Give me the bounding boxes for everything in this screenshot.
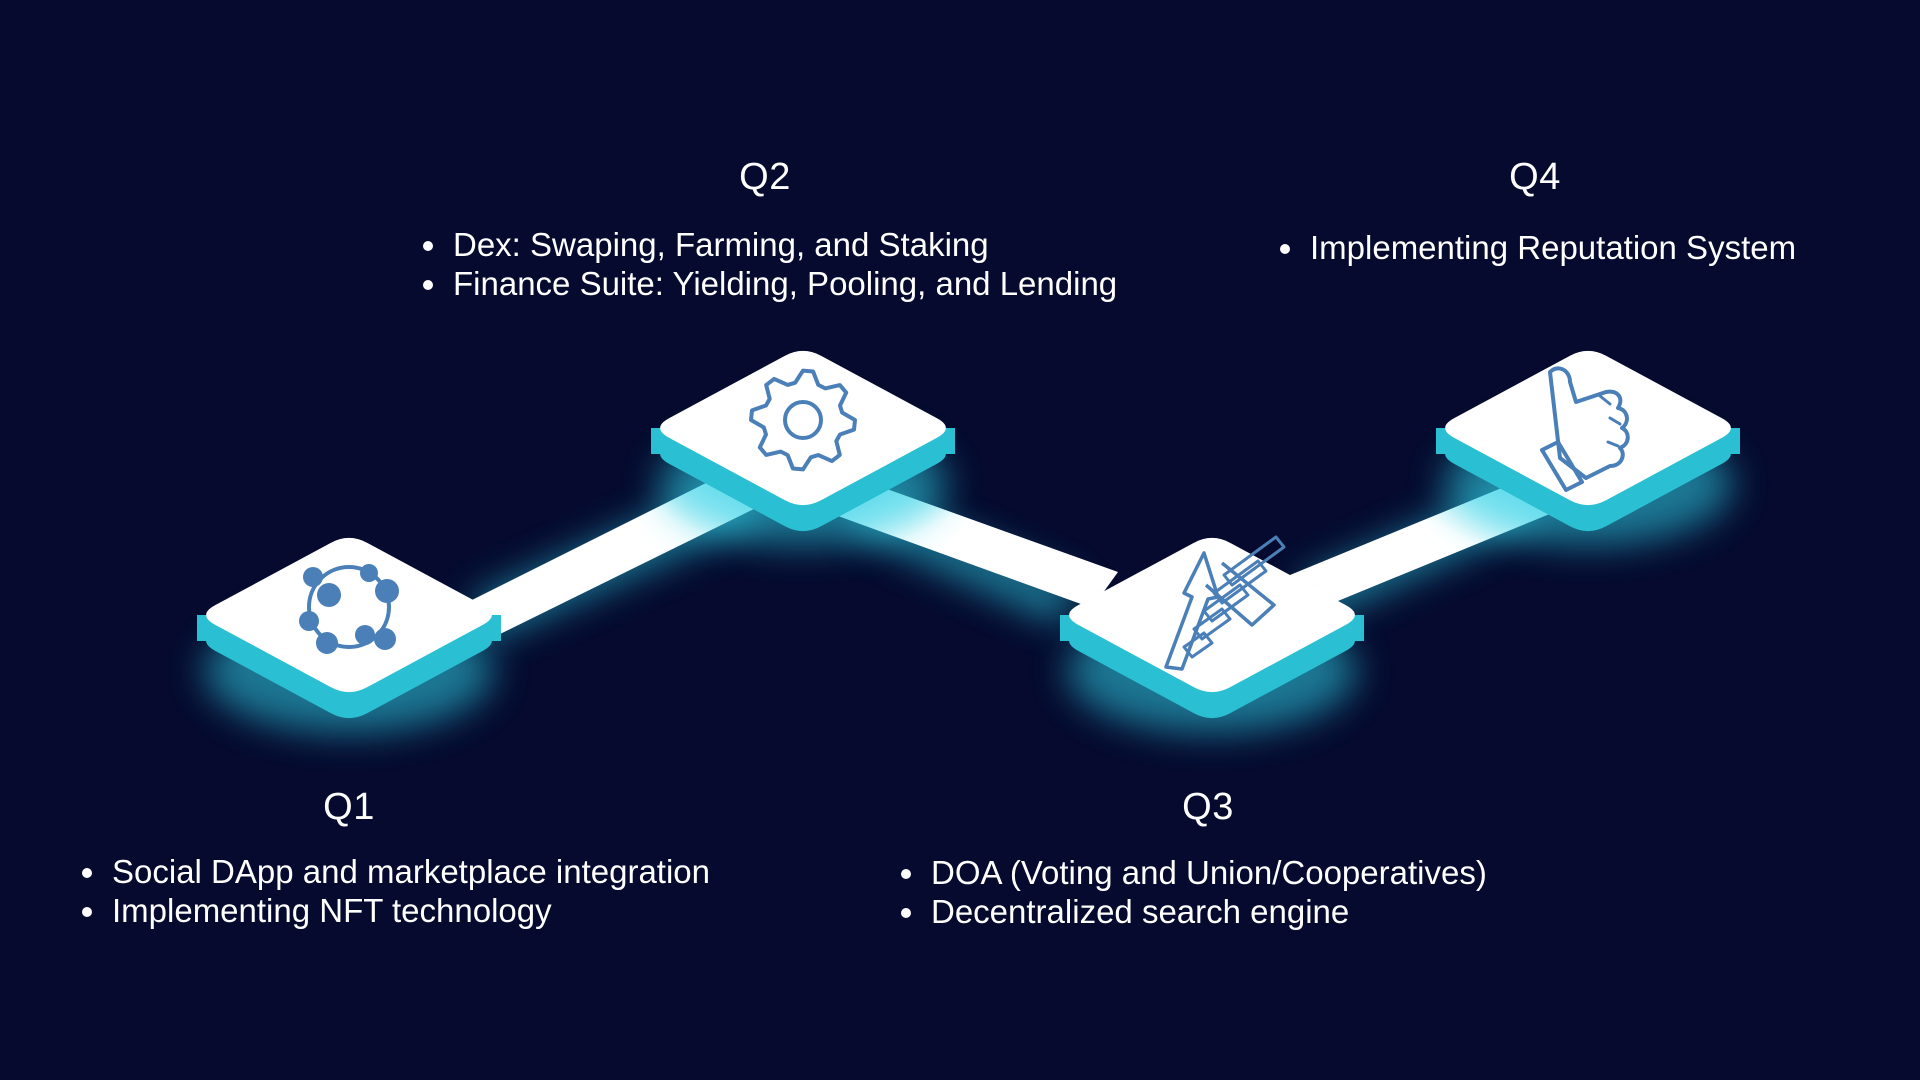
q4-title: Q4 bbox=[1509, 156, 1561, 198]
tile-q4 bbox=[1436, 350, 1740, 546]
q3-title: Q3 bbox=[1182, 786, 1234, 828]
q1-title: Q1 bbox=[323, 786, 375, 828]
tile-q3 bbox=[1060, 535, 1364, 733]
thumbs-up-icon bbox=[1540, 366, 1630, 492]
q3-bullet: Decentralized search engine bbox=[897, 892, 1487, 931]
tile-top bbox=[1445, 350, 1731, 506]
tile-top bbox=[206, 537, 492, 693]
q1-bullet: Social DApp and marketplace integration bbox=[78, 852, 710, 891]
q2-bullet: Finance Suite: Yielding, Pooling, and Le… bbox=[419, 264, 1117, 303]
q1-bullets: Social DApp and marketplace integration … bbox=[78, 852, 710, 930]
growth-arrow-icon bbox=[1164, 535, 1286, 671]
q1-bullet: Implementing NFT technology bbox=[78, 891, 710, 930]
tile-q1 bbox=[197, 537, 501, 733]
q3-bullet: DOA (Voting and Union/Cooperatives) bbox=[897, 853, 1487, 892]
q2-bullet: Dex: Swaping, Farming, and Staking bbox=[419, 225, 1117, 264]
q2-title: Q2 bbox=[739, 156, 791, 198]
q3-bullets: DOA (Voting and Union/Cooperatives) Dece… bbox=[897, 853, 1487, 931]
community-circle-icon bbox=[299, 564, 399, 654]
connector-beams bbox=[468, 470, 1552, 635]
milestone-tiles bbox=[197, 350, 1740, 733]
gear-icon bbox=[749, 368, 857, 472]
q4-bullets: Implementing Reputation System bbox=[1276, 228, 1796, 267]
tile-q2 bbox=[651, 350, 955, 546]
tile-top bbox=[660, 350, 946, 506]
q4-bullet: Implementing Reputation System bbox=[1276, 228, 1796, 267]
q2-bullets: Dex: Swaping, Farming, and Staking Finan… bbox=[419, 225, 1117, 303]
